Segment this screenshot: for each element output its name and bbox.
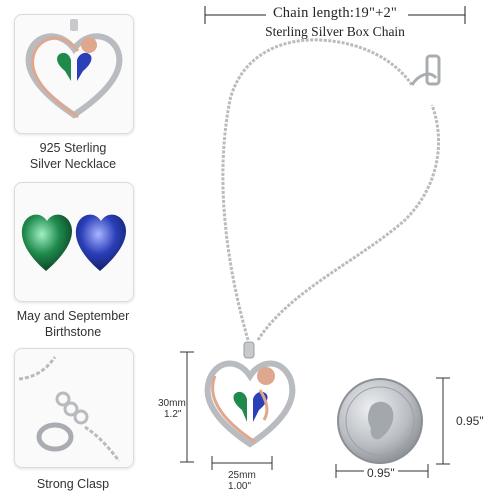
chain-length-title: Chain length:19"+2" [272,5,398,21]
pendant-width-mm: 25mm [228,470,256,481]
thumbnail-clasp[interactable] [14,348,134,468]
coin-width-label: 0.95" [364,466,398,480]
clasp-icon [18,356,121,462]
thumbnail-pendant[interactable] [14,14,134,134]
pendant-height-line [180,351,194,463]
quarter-coin-icon [337,378,423,464]
thumbnail-birthstones[interactable] [14,182,134,302]
caption-birthstone: May and September Birthstone [16,309,130,339]
coin-height-line [436,377,450,465]
coin-height-label: 0.95" [456,414,484,428]
heart-pendant-icon [25,19,123,119]
pendant-height-in: 1.2" [164,409,182,420]
heart-gems-icon [21,214,126,271]
chain-type-subtitle: Sterling Silver Box Chain [265,24,405,39]
caption-pendant: 925 Sterling Silver Necklace [29,141,117,171]
pendant-width-line [211,456,273,470]
main-pendant-icon [204,341,296,448]
pendant-height-mm: 30mm [158,398,186,409]
pendant-width-in: 1.00" [228,481,252,492]
caption-clasp: Strong Clasp [36,477,110,491]
chain-length-bracket [204,6,466,24]
